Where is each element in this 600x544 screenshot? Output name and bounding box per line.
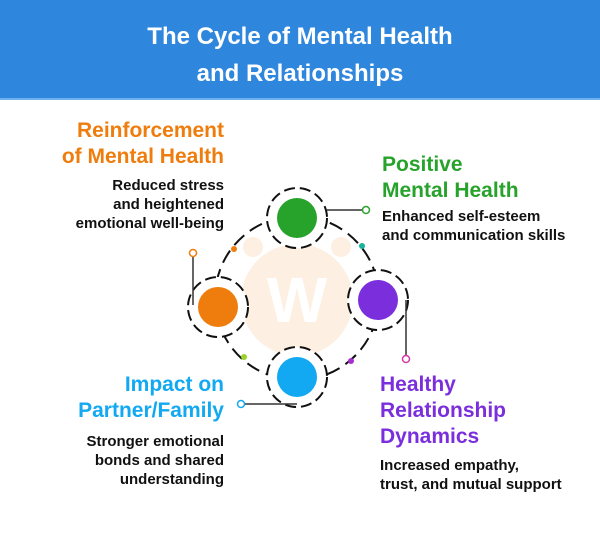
node-impact-on-partner-family [266,346,328,408]
heading-line: of Mental Health [61,145,224,168]
node-positive-mental-health [266,187,328,249]
desc-line: Increased empathy, [380,457,519,474]
node-healthy-relationship-dynamics [347,269,409,331]
watermark-logo: W [241,237,353,356]
desc-line: trust, and mutual support [380,476,562,493]
connector-blue [236,399,297,409]
desc-line: emotional well-being [75,215,224,232]
desc-line: and heightened [113,196,224,213]
stage-heading: Impact on Partner/Family [0,372,224,424]
connector-endpoint [361,205,371,215]
node-fill-orange [198,287,238,327]
stage-description: Enhanced self-esteem and communication s… [382,207,597,245]
desc-line: bonds and shared [94,452,224,469]
heading-line: Partner/Family [78,399,224,422]
desc-line: Stronger emotional [86,433,224,450]
desc-line: Reduced stress [112,177,224,194]
stage-heading: Healthy Relationship Dynamics [380,372,595,450]
connector-endpoint [401,354,411,364]
node-fill-purple [358,280,398,320]
stage-description: Stronger emotional bonds and shared unde… [0,432,224,489]
arc-dot-magenta [348,358,354,364]
watermark-dot-right [331,237,351,257]
connector-endpoint [188,248,198,258]
header-banner: The Cycle of Mental Health and Relations… [0,0,600,100]
watermark-letter: W [267,264,328,336]
title-line-2: and Relationships [196,60,404,87]
arc-dot-lime [241,354,247,360]
stage-description: Reduced stress and heightened emotional … [0,176,224,233]
stage-description: Increased empathy, trust, and mutual sup… [380,456,595,494]
desc-line: understanding [119,471,224,488]
title-line-1: The Cycle of Mental Health [147,23,453,50]
arc-dot-orange [231,246,237,252]
heading-line: Healthy [380,373,456,396]
desc-line: and communication skills [382,227,566,244]
heading-line: Mental Health [382,179,519,202]
stage-label-reinforcement: Reinforcement of Mental Health Reduced s… [0,118,224,233]
arc-dot-teal [359,243,365,249]
heading-line: Impact on [124,373,224,396]
connector-endpoint [236,399,246,409]
stage-heading: Reinforcement of Mental Health [0,118,224,170]
connector-purple [401,300,411,364]
heading-line: Positive [382,153,463,176]
heading-line: Reinforcement [76,119,224,142]
node-fill-green [277,198,317,238]
stage-label-healthy-relationship: Healthy Relationship Dynamics Increased … [380,372,595,494]
stage-label-positive-mental-health: Positive Mental Health Enhanced self-est… [382,152,597,245]
connector-green [327,205,371,215]
watermark-circle [241,244,353,356]
connector-orange [188,248,198,305]
heading-line: Relationship [380,399,507,422]
desc-line: Enhanced self-esteem [382,208,541,225]
stage-label-impact-partner-family: Impact on Partner/Family Stronger emotio… [0,372,224,489]
node-reinforcement-of-mental-health [187,276,249,338]
node-fill-blue [277,357,317,397]
heading-line: Dynamics [380,425,480,448]
page-title: The Cycle of Mental Health and Relations… [0,18,600,92]
stage-heading: Positive Mental Health [382,152,597,204]
watermark-dot-left [243,237,263,257]
